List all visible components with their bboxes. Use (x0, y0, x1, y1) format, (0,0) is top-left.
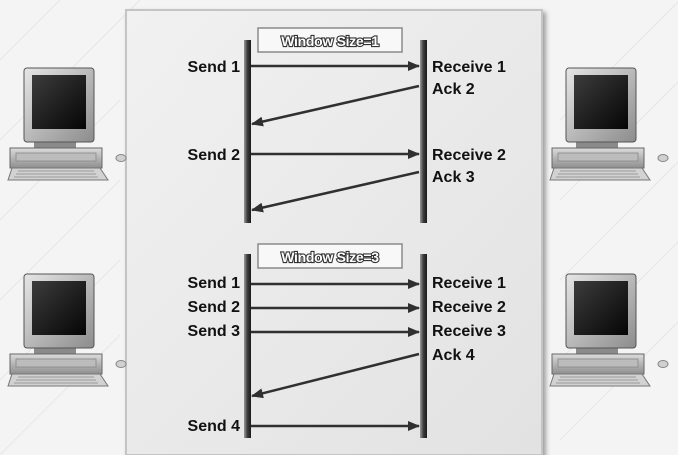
ack-label: Ack 4 (432, 347, 475, 364)
sender-timeline (244, 254, 251, 438)
send-label: Send 2 (188, 147, 241, 164)
ack-arrow (251, 84, 420, 127)
sender-timeline (244, 40, 251, 223)
scenario-window-size-1: Window Size=1 Send 1 Send 2 Receive 1 Ac… (188, 27, 506, 223)
window-size-badge (257, 243, 403, 269)
window-size-title: Window Size=1 (281, 33, 379, 49)
scenario-window-size-3: Window Size=3 Send 1 Send 2 Send 3 Send … (188, 243, 506, 438)
send-label: Send 4 (188, 418, 241, 435)
receive-label: Receive 2 (432, 299, 506, 316)
send-label: Send 1 (188, 275, 241, 292)
ack-label: Ack 2 (432, 81, 475, 98)
receiver-timeline (420, 254, 427, 438)
desktop-computer-icon (7, 67, 127, 181)
ack-arrow (251, 352, 420, 399)
send-label: Send 3 (188, 323, 241, 340)
desktop-computer-icon (549, 67, 669, 181)
receive-label: Receive 1 (432, 59, 506, 76)
desktop-computer-icon (549, 273, 669, 387)
receive-label: Receive 2 (432, 147, 506, 164)
receiver-timeline (420, 40, 427, 223)
window-size-title: Window Size=3 (281, 249, 379, 265)
send-label: Send 2 (188, 299, 241, 316)
send-label: Send 1 (188, 59, 241, 76)
window-size-badge (257, 27, 403, 53)
receive-label: Receive 1 (432, 275, 506, 292)
ack-arrow (251, 170, 420, 213)
receive-label: Receive 3 (432, 323, 506, 340)
ack-label: Ack 3 (432, 169, 475, 186)
diagram-panel (125, 9, 543, 455)
desktop-computer-icon (7, 273, 127, 387)
